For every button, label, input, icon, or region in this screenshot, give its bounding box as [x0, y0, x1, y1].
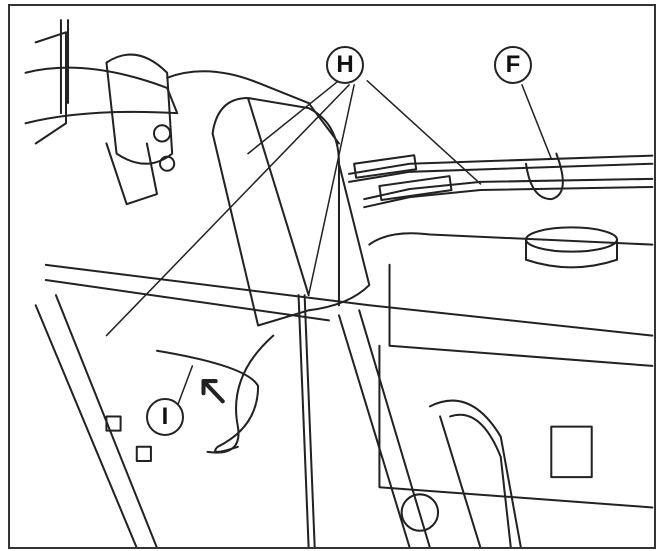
frame-rails [34, 263, 654, 547]
shield-panel [211, 96, 371, 327]
gear-wheel [400, 399, 522, 547]
engine-tank [368, 226, 654, 509]
leader-lines [105, 78, 553, 408]
equipment-line-drawing [24, 19, 654, 547]
callout-i: I [146, 398, 184, 436]
diagram-frame: H F I [8, 4, 656, 549]
cables [155, 152, 654, 547]
pointer-arrow [201, 379, 225, 404]
handle-assembly [24, 19, 340, 206]
callout-f: F [494, 46, 532, 84]
callout-h: H [326, 46, 364, 84]
